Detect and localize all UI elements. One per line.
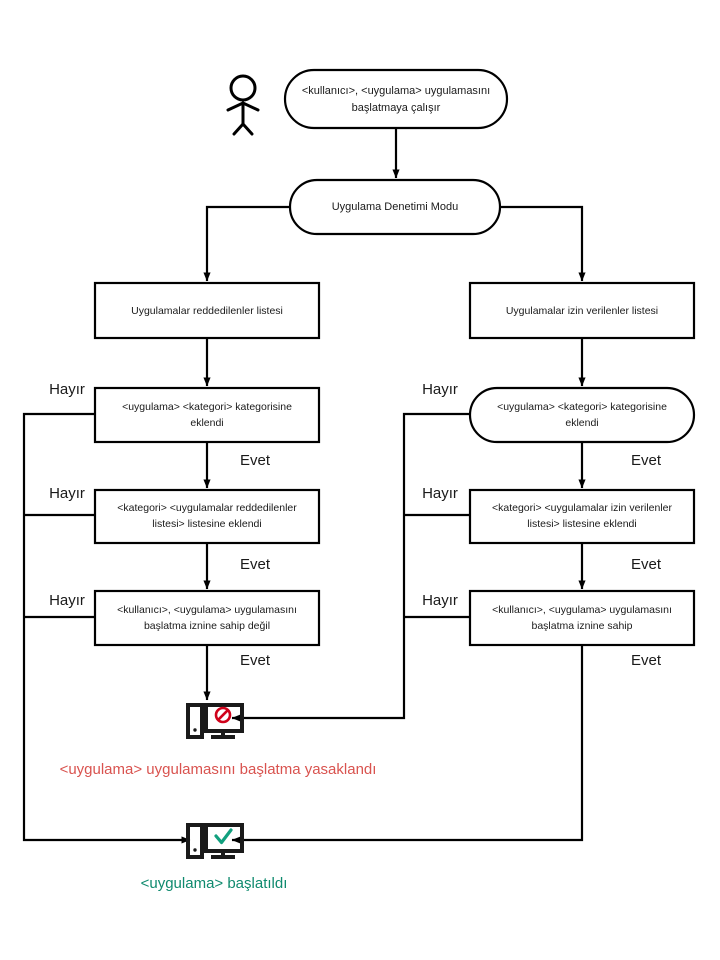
edge-mode-to-denied-list [203,205,290,282]
node-denied-applications-list: Uygulamalar reddedilenler listesi [93,281,321,340]
branch-label-right-no-3: Hayır [422,592,458,609]
node-right-has-permission: <kullanıcı>, <uygulama> uygulamasını baş… [468,589,696,647]
node-left-category-line-1: <uygulama> <kategori> kategorisine [122,401,292,413]
edge-right-yes-to-allowed-icon [231,645,584,844]
node-allowed-applications-list: Uygulamalar izin verilenler listesi [468,281,696,340]
node-application-control-mode: Uygulama Denetimi Modu [288,178,502,236]
node-left-permission-line-2: başlatma iznine sahip değil [144,620,270,632]
edge-right-no-trunk [231,412,470,722]
computer-allowed-icon [186,823,244,859]
node-left-category-added: <uygulama> <kategori> kategorisine eklen… [93,386,321,444]
branch-label-left-no-1: Hayır [49,381,85,398]
node-denied-list-label: Uygulamalar reddedilenler listesi [131,305,283,317]
node-start: <kullanıcı>, <uygulama> uygulamasını baş… [283,68,509,130]
node-right-category-line-2: eklendi [565,417,598,429]
node-left-no-permission: <kullanıcı>, <uygulama> uygulamasını baş… [93,589,321,647]
branch-label-right-yes-2: Evet [631,556,662,573]
node-allowed-list-label: Uygulamalar izin verilenler listesi [506,305,658,317]
branch-label-right-no-1: Hayır [422,381,458,398]
node-left-list-added: <kategori> <uygulamalar reddedilenler li… [93,488,321,545]
node-start-line-2: başlatmaya çalışır [352,102,441,114]
node-right-list-added-line-2: listesi> listesine eklendi [527,518,636,530]
node-left-list-added-line-2: listesi> listesine eklendi [152,518,261,530]
branch-label-left-yes-1: Evet [240,452,271,469]
branch-label-right-yes-3: Evet [631,652,662,669]
node-right-list-added-line-1: <kategori> <uygulamalar izin verilenler [492,502,673,514]
edge-mode-to-allowed-list [500,205,586,282]
node-right-category-line-1: <uygulama> <kategori> kategorisine [497,401,667,413]
branch-label-left-yes-3: Evet [240,652,271,669]
branch-label-right-yes-1: Evet [631,452,662,469]
branch-label-left-no-3: Hayır [49,592,85,609]
outcome-allowed-label: <uygulama> başlatıldı [141,875,288,892]
edge-left-no-trunk [22,412,191,844]
branch-label-right-no-2: Hayır [422,485,458,502]
branch-label-left-yes-2: Evet [240,556,271,573]
outcome-denied-label: <uygulama> uygulamasını başlatma yasakla… [60,761,377,778]
node-right-permission-line-1: <kullanıcı>, <uygulama> uygulamasını [492,604,672,616]
person-icon [226,74,260,136]
node-right-permission-line-2: başlatma iznine sahip [532,620,633,632]
branch-label-left-no-2: Hayır [49,485,85,502]
node-left-list-added-line-1: <kategori> <uygulamalar reddedilenler [117,502,297,514]
node-right-category-added: <uygulama> <kategori> kategorisine eklen… [468,386,696,444]
node-left-permission-line-1: <kullanıcı>, <uygulama> uygulamasını [117,604,297,616]
node-mode-label: Uygulama Denetimi Modu [332,201,459,213]
node-start-line-1: <kullanıcı>, <uygulama> uygulamasını [302,85,490,97]
computer-blocked-icon [186,703,244,739]
node-right-list-added: <kategori> <uygulamalar izin verilenler … [468,488,696,545]
node-left-category-line-2: eklendi [190,417,223,429]
